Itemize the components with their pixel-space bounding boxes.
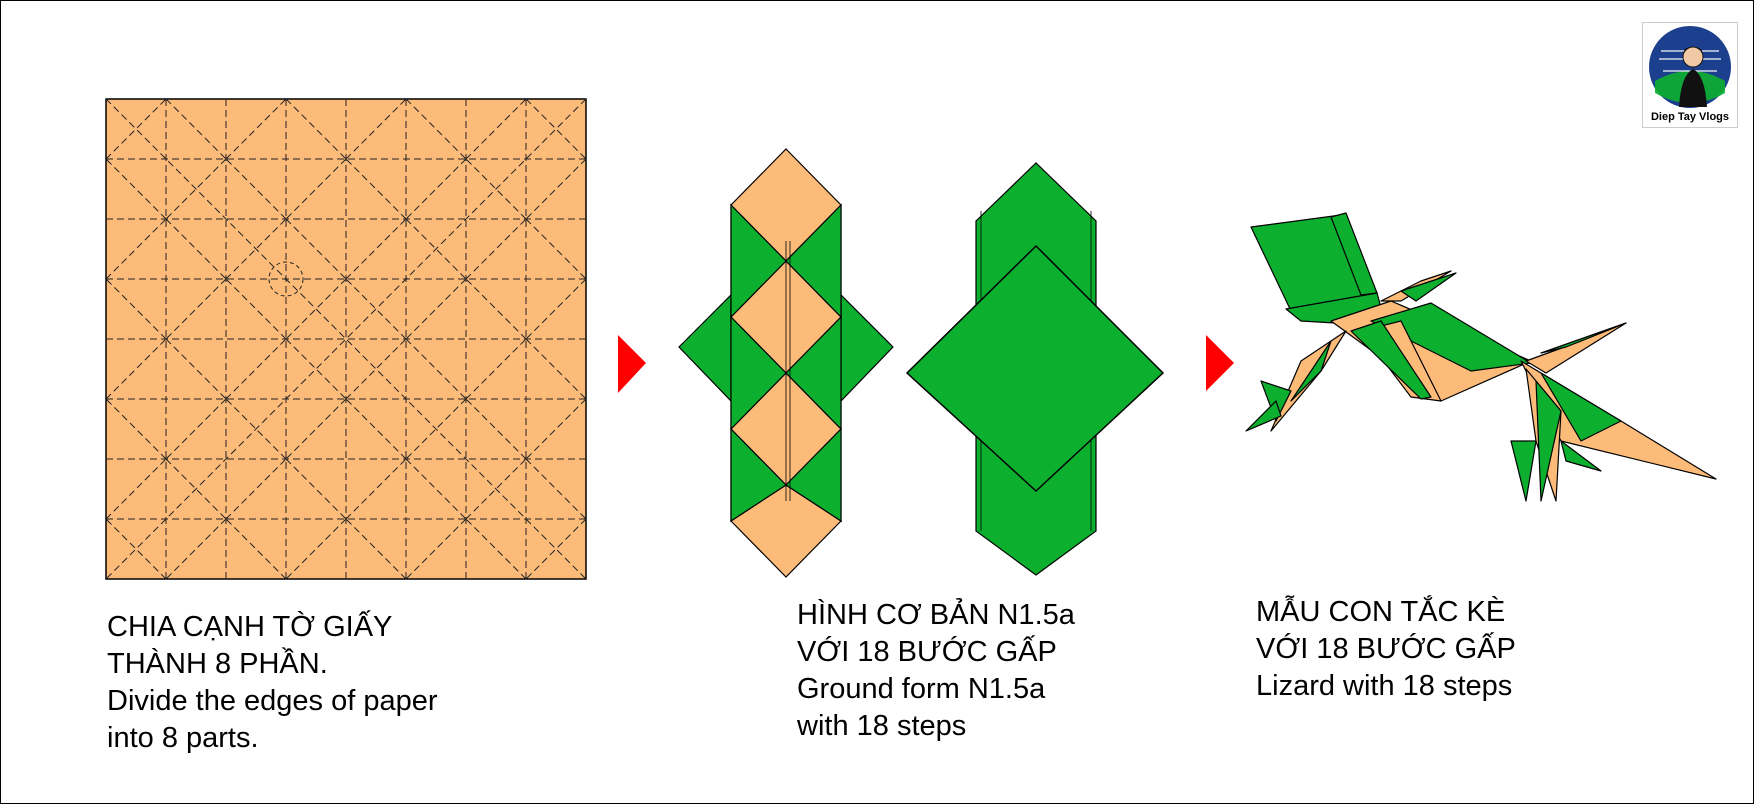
crease-line <box>405 398 467 460</box>
crease-line <box>465 398 527 460</box>
channel-logo: Diep Tay Vlogs <box>1642 22 1738 128</box>
crease-line <box>465 158 527 220</box>
step3-line3: Lizard with 18 steps <box>1256 670 1513 702</box>
crease-line <box>165 98 227 160</box>
crease-line <box>165 338 227 400</box>
crease-line <box>105 98 587 580</box>
crease-line <box>225 458 287 520</box>
crease-line <box>285 158 347 220</box>
crease-line <box>405 278 467 340</box>
step1-line2: THÀNH 8 PHẦN. <box>107 648 328 680</box>
step1-line4: into 8 parts. <box>107 722 259 754</box>
crease-line <box>345 518 407 580</box>
step2-line4: with 18 steps <box>797 710 967 742</box>
crease-line <box>345 98 407 160</box>
step1-caption: CHIA CẠNH TỜ GIẤY THÀNH 8 PHẦN. Divide t… <box>107 609 438 757</box>
crease-line <box>105 338 167 400</box>
step3-caption: MẪU CON TẮC KÈ VỚI 18 BƯỚC GẤP Lizard wi… <box>1256 594 1516 705</box>
crease-line <box>105 278 167 340</box>
step1-line1: CHIA CẠNH TỜ GIẤY <box>107 611 393 643</box>
crease-line <box>285 338 347 400</box>
crease-line <box>345 278 407 340</box>
center-mark <box>268 261 304 297</box>
crease-line <box>345 338 407 400</box>
crease-line <box>525 338 587 400</box>
crease-line <box>525 218 587 280</box>
crease-line <box>165 278 227 340</box>
crease-line <box>465 458 527 520</box>
right-arrow-icon <box>618 335 646 393</box>
crease-line <box>405 458 467 520</box>
crease-line <box>165 218 227 280</box>
crease-line <box>405 158 467 220</box>
crease-line <box>405 98 467 160</box>
crease-line <box>405 518 467 580</box>
crease-line <box>225 518 287 580</box>
crease-line <box>465 338 527 400</box>
step2-line1: HÌNH CƠ BẢN N1.5a <box>797 599 1075 631</box>
crease-line <box>165 158 227 220</box>
crease-line <box>225 278 287 340</box>
right-arrow-icon <box>1206 335 1234 391</box>
crease-line <box>345 398 407 460</box>
step2-line3: Ground form N1.5a <box>797 673 1046 705</box>
crease-line <box>225 158 287 220</box>
crease-line <box>165 398 227 460</box>
crease-line <box>465 278 527 340</box>
crease-line <box>525 278 587 340</box>
crease-line <box>525 158 587 220</box>
crease-line <box>165 518 227 580</box>
crease-line <box>165 458 227 520</box>
crease-line <box>525 398 587 460</box>
crease-line <box>105 398 167 460</box>
step2-caption: HÌNH CƠ BẢN N1.5a VỚI 18 BƯỚC GẤP Ground… <box>797 597 1075 745</box>
crease-line <box>285 518 347 580</box>
crease-line <box>105 518 167 580</box>
base-form-strip <box>678 148 894 578</box>
step2-line2: VỚI 18 BƯỚC GẤP <box>797 636 1057 668</box>
crease-line <box>105 218 167 280</box>
crease-line <box>225 98 287 160</box>
crease-line <box>525 458 587 520</box>
lizard-model <box>1245 212 1717 502</box>
base-form-diamond <box>905 162 1165 576</box>
crease-line <box>465 218 527 280</box>
crease-line <box>225 398 287 460</box>
step1-line3: Divide the edges of paper <box>107 685 438 717</box>
crease-line <box>105 98 167 160</box>
crease-line <box>225 218 287 280</box>
crease-pattern-square <box>105 98 587 580</box>
crease-line <box>105 158 167 220</box>
crease-line <box>285 218 347 280</box>
crease-line <box>285 398 347 460</box>
crease-line <box>525 98 587 160</box>
step3-line1: MẪU CON TẮC KÈ <box>1256 596 1506 628</box>
step3-line2: VỚI 18 BƯỚC GẤP <box>1256 633 1516 665</box>
crease-line <box>345 158 407 220</box>
logo-name: Diep Tay Vlogs <box>1650 111 1730 123</box>
crease-line <box>225 338 287 400</box>
crease-line <box>465 518 527 580</box>
crease-line <box>345 218 407 280</box>
crease-line <box>465 98 527 160</box>
crease-line <box>285 458 347 520</box>
crease-line <box>345 458 407 520</box>
crease-line <box>405 338 467 400</box>
crease-line <box>285 98 347 160</box>
crease-line <box>525 518 587 580</box>
crease-line <box>285 278 347 340</box>
crease-line <box>105 458 167 520</box>
crease-line <box>105 98 587 580</box>
crease-line <box>405 218 467 280</box>
portrait-logo-icon <box>1649 26 1731 108</box>
